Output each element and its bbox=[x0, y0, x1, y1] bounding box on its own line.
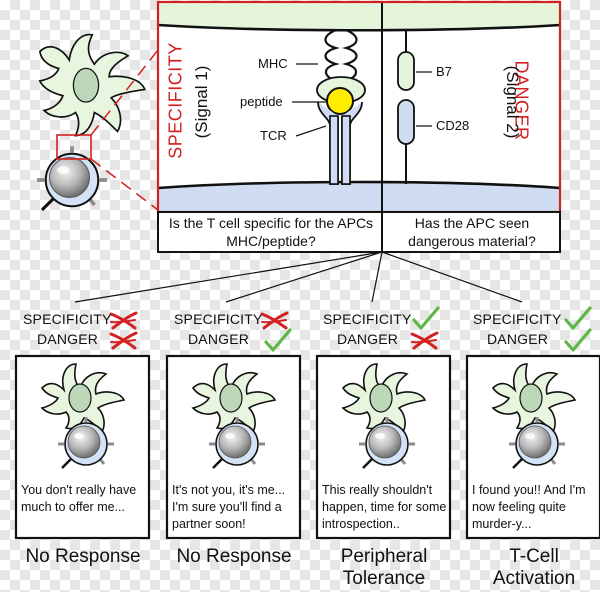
scenario-4-speech: I found you!! And I'm now feeling quite … bbox=[472, 483, 586, 531]
scenario-4-danger-mark bbox=[564, 328, 592, 352]
scenario-2-specificity-mark bbox=[260, 311, 289, 330]
scenario-4-specificity-mark bbox=[564, 306, 592, 330]
peptide-circle bbox=[326, 87, 354, 115]
signal1-label: (Signal 1) bbox=[192, 65, 211, 139]
mhc-molecule bbox=[324, 28, 358, 82]
scenario-1-specificity-label: SPECIFICITY bbox=[23, 311, 112, 327]
b7-molecule bbox=[397, 51, 415, 91]
scenario-3-speech: This really shouldn't happen, time for s… bbox=[322, 483, 447, 531]
zoom-box bbox=[56, 134, 92, 160]
question-specificity: Is the T cell specific for the APCs MHC/… bbox=[168, 215, 374, 249]
tcr-label: TCR bbox=[260, 128, 287, 143]
scenario-1-specificity-mark bbox=[109, 311, 138, 330]
b7-label: B7 bbox=[436, 64, 452, 79]
signal-panel bbox=[156, 0, 562, 214]
scenario-1-outcome: No Response bbox=[25, 546, 141, 567]
scenario-4-specificity-label: SPECIFICITY bbox=[473, 311, 562, 327]
scenario-4-danger-label: DANGER bbox=[487, 331, 549, 347]
question-box bbox=[157, 211, 561, 253]
branch-lines bbox=[74, 251, 523, 303]
scenario-2-danger-mark bbox=[264, 328, 292, 352]
scenario-3-danger-mark bbox=[410, 331, 439, 350]
zoom-line-bottom bbox=[90, 158, 159, 211]
scenario-2-danger-label: DANGER bbox=[188, 331, 250, 347]
scenario-4-outcome: T-Cell Activation bbox=[492, 546, 576, 589]
peptide-label: peptide bbox=[240, 94, 283, 109]
overview-apc bbox=[38, 33, 146, 137]
mhc-label: MHC bbox=[258, 56, 288, 71]
scenario-2-speech: It's not you, it's me... I'm sure you'll… bbox=[172, 483, 286, 531]
scenario-3-outcome: Peripheral Tolerance bbox=[340, 546, 428, 589]
scenario-3-danger-label: DANGER bbox=[337, 331, 399, 347]
scenario-3-specificity-label: SPECIFICITY bbox=[323, 311, 412, 327]
cd28-label: CD28 bbox=[436, 118, 470, 133]
scenario-1-danger-label: DANGER bbox=[37, 331, 99, 347]
question-danger: Has the APC seen dangerous material? bbox=[408, 215, 536, 249]
cd28-molecule bbox=[397, 99, 415, 145]
scenario-1-speech: You don't really have much to offer me..… bbox=[21, 483, 137, 514]
scenario-2-specificity-label: SPECIFICITY bbox=[174, 311, 263, 327]
overview-tcell bbox=[35, 144, 109, 212]
specificity-title: SPECIFICITY bbox=[165, 42, 186, 159]
scenario-1-danger-mark bbox=[109, 331, 138, 350]
scenario-3-specificity-mark bbox=[412, 306, 440, 330]
scenario-2-outcome: No Response bbox=[176, 546, 292, 567]
signal2-label: (Signal 2) bbox=[503, 65, 522, 139]
